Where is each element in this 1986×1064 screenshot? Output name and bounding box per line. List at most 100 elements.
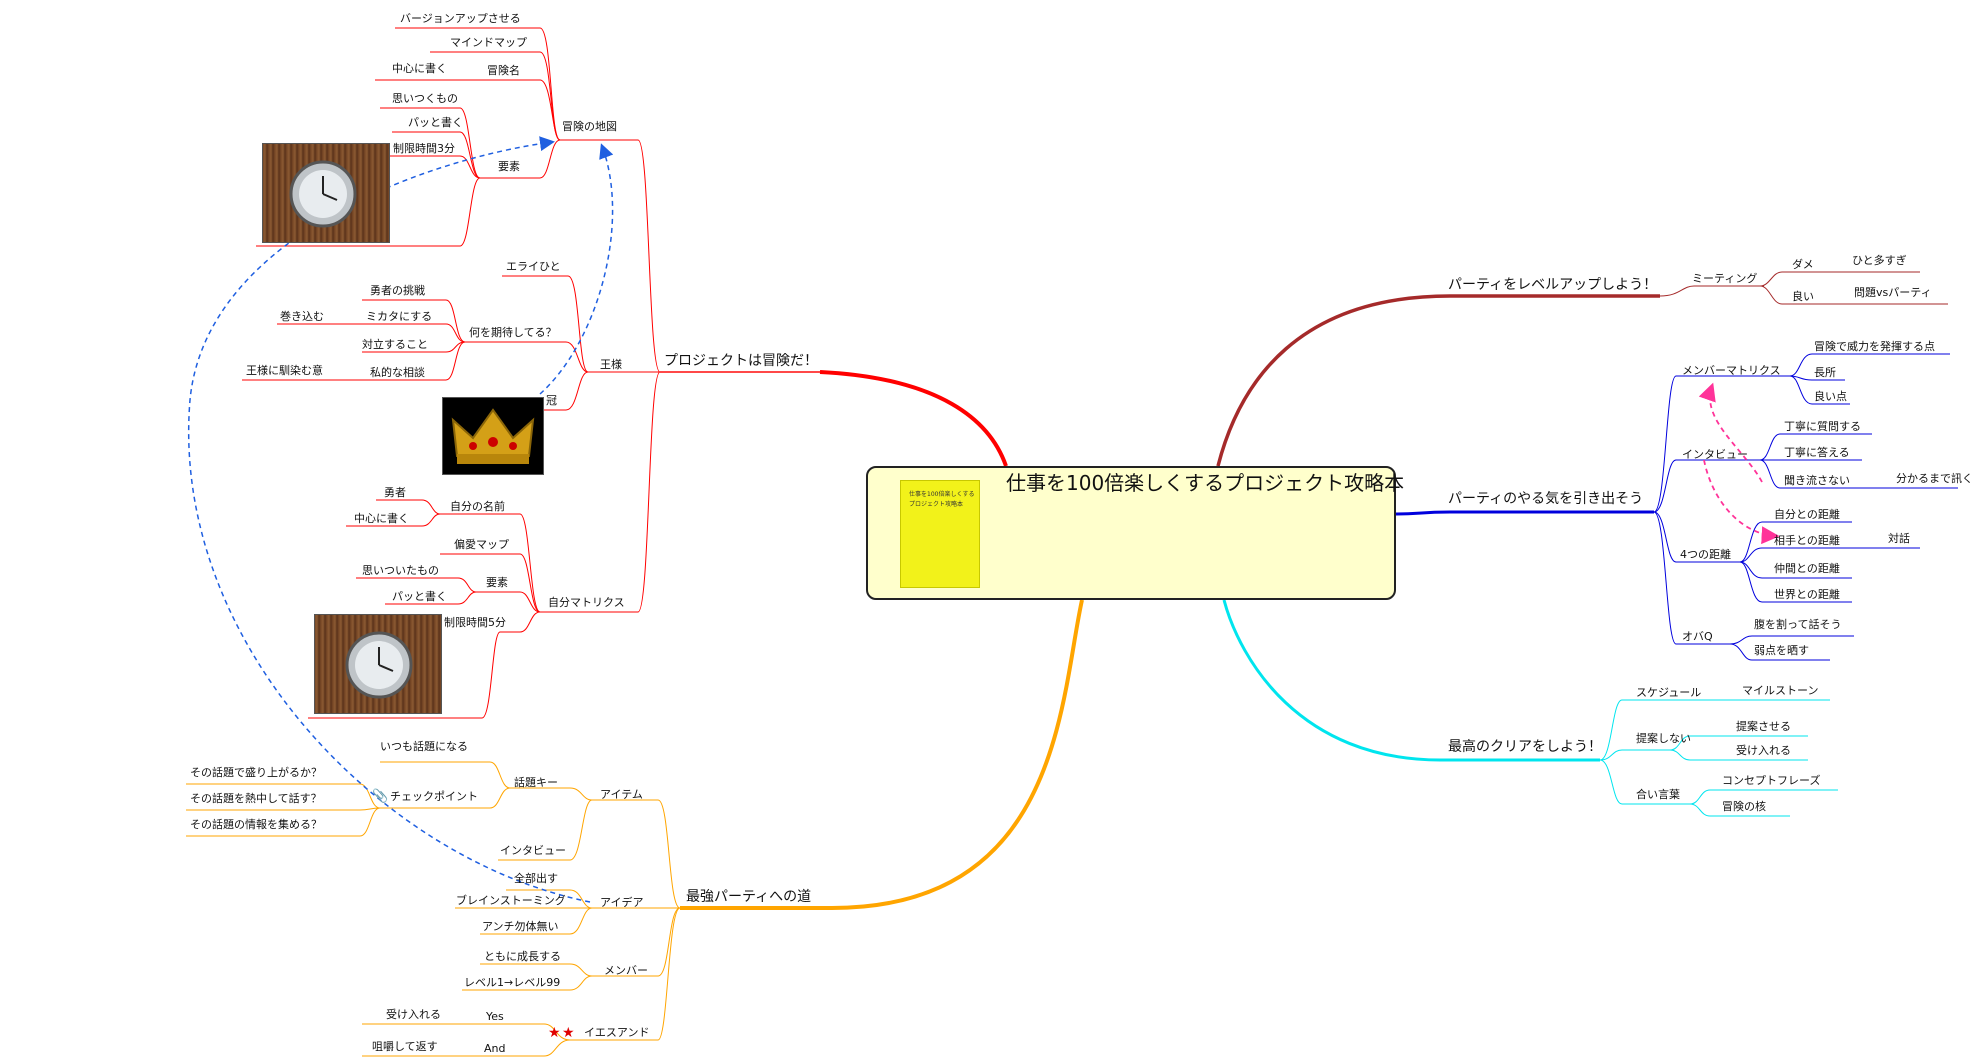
topic-chew-return[interactable]: 咀嚼して返す — [372, 1040, 438, 1053]
book-cover-image: 仕事を100倍楽しくする プロジェクト攻略本 — [900, 480, 980, 588]
topic-whatever-comes[interactable]: 思いつくもの — [392, 92, 458, 105]
topic-map-element[interactable]: 要素 — [498, 160, 520, 173]
topic-version-up[interactable]: バージョンアップさせる — [400, 12, 521, 25]
topic-distance-team[interactable]: 仲間との距離 — [1774, 562, 1840, 575]
topic-meeting[interactable]: ミーティング — [1692, 272, 1758, 285]
topic-anti-waste[interactable]: アンチ勿体無い — [482, 920, 559, 933]
crown-photo — [442, 397, 544, 475]
topic-dont-ignore[interactable]: 聞き流さない — [1784, 474, 1850, 487]
topic-distance-world[interactable]: 世界との距離 — [1774, 588, 1840, 601]
topic-always-topic[interactable]: いつも話題になる — [380, 740, 468, 753]
topic-mindmap[interactable]: マインドマップ — [450, 36, 527, 49]
topic-and[interactable]: And — [484, 1042, 506, 1055]
star-icon-2: ★ — [562, 1025, 575, 1041]
topic-yes-and[interactable]: イエスアンド — [584, 1026, 650, 1039]
watch-photo-1 — [262, 143, 390, 243]
topic-best-clear[interactable]: 最高のクリアをしよう！ — [1448, 739, 1602, 755]
topic-collect-info[interactable]: その話題の情報を集める？ — [190, 818, 322, 831]
topic-member[interactable]: メンバー — [604, 964, 648, 977]
topic-accept[interactable]: 受け入れる — [386, 1008, 441, 1021]
topic-adventure-name[interactable]: 冒険名 — [487, 64, 520, 77]
topic-distance-self[interactable]: 自分との距離 — [1774, 508, 1840, 521]
topic-distance-partner[interactable]: 相手との距離 — [1774, 534, 1840, 547]
topic-king[interactable]: 王様 — [600, 358, 622, 371]
topic-ask-until-understand[interactable]: 分かるまで訊く — [1896, 472, 1973, 485]
topic-schedule[interactable]: スケジュール — [1636, 686, 1702, 699]
branch-motivation-lines — [1395, 353, 1958, 661]
topic-familiar-king[interactable]: 王様に馴染む意 — [246, 364, 323, 377]
topic-item[interactable]: アイテム — [600, 788, 643, 801]
topic-obaq[interactable]: オバQ — [1682, 630, 1713, 643]
topic-answer-politely[interactable]: 丁寧に答える — [1784, 446, 1850, 459]
topic-project[interactable]: プロジェクトは冒険だ！ — [664, 353, 818, 369]
topic-involve[interactable]: 巻き込む — [280, 310, 324, 323]
topic-level-up-99[interactable]: レベル1→レベル99 — [464, 976, 561, 989]
topic-own-name[interactable]: 自分の名前 — [450, 500, 505, 513]
topic-grow-together[interactable]: ともに成長する — [484, 950, 561, 963]
topic-checkpoint[interactable]: チェックポイント — [390, 790, 478, 803]
central-topic-title: 仕事を100倍楽しくするプロジェクト攻略本 — [1006, 471, 1405, 495]
topic-make-ally[interactable]: ミカタにする — [366, 310, 433, 323]
topic-power-point[interactable]: 冒険で威力を発揮する点 — [1814, 340, 1935, 353]
topic-topic-key[interactable]: 話題キー — [514, 776, 558, 789]
topic-concept-phrase[interactable]: コンセプトフレーズ — [1722, 774, 1821, 787]
topic-confront[interactable]: 対立すること — [362, 338, 428, 351]
topic-idea[interactable]: アイデア — [600, 896, 644, 909]
topic-good[interactable]: 良い — [1792, 290, 1814, 303]
topic-member-matrix[interactable]: メンバーマトリクス — [1682, 364, 1781, 377]
topic-thought-of[interactable]: 思いついたもの — [362, 564, 439, 577]
topic-let-propose[interactable]: 提案させる — [1736, 720, 1791, 733]
watch-face-icon-2 — [345, 631, 413, 699]
topic-problem-vs-party[interactable]: 問題vsパーティ — [1854, 286, 1932, 299]
topic-adventure-core[interactable]: 冒険の核 — [1722, 800, 1766, 813]
topic-excited[interactable]: その話題で盛り上がるか？ — [190, 766, 322, 779]
topic-output-all[interactable]: 全部出す — [514, 872, 558, 885]
topic-password[interactable]: 合い言葉 — [1636, 788, 1680, 801]
relation-interview-to-matrix — [1698, 382, 1763, 483]
topic-name-center[interactable]: 中心に書く — [354, 512, 409, 525]
topic-important-person[interactable]: エライひと — [506, 260, 561, 273]
topic-self-matrix[interactable]: 自分マトリクス — [548, 596, 625, 609]
topic-passionate[interactable]: その話題を熱中して話す？ — [190, 792, 322, 805]
topic-private-consult[interactable]: 私的な相談 — [370, 366, 425, 379]
topic-too-many-people[interactable]: ひと多すぎ — [1852, 254, 1907, 267]
topic-good-point[interactable]: 良い点 — [1814, 390, 1847, 403]
topic-yes[interactable]: Yes — [486, 1010, 504, 1023]
topic-four-distances[interactable]: 4つの距離 — [1680, 548, 1731, 561]
topic-dialogue[interactable]: 対話 — [1888, 532, 1910, 545]
topic-write-quickly-2[interactable]: パッと書く — [392, 590, 447, 603]
branch-road-lines — [186, 599, 1084, 1057]
topic-talk-openly[interactable]: 腹を割って話そう — [1754, 618, 1842, 631]
topic-ask-politely[interactable]: 丁寧に質問する — [1784, 420, 1861, 433]
topic-love-map[interactable]: 偏愛マップ — [454, 538, 509, 551]
topic-interview[interactable]: インタビュー — [1682, 448, 1748, 461]
topic-strength[interactable]: 長所 — [1814, 366, 1836, 379]
topic-time-limit-3[interactable]: 制限時間3分 — [393, 142, 455, 155]
topic-strongest-party[interactable]: 最強パーティへの道 — [686, 889, 812, 905]
topic-matrix-element[interactable]: 要素 — [486, 576, 508, 589]
relation-idea-to-map — [187, 136, 591, 903]
relation-crown-to-map — [539, 143, 614, 395]
topic-road-interview[interactable]: インタビュー — [500, 844, 566, 857]
topic-time-limit-5[interactable]: 制限時間5分 — [444, 616, 506, 629]
topic-adventure-map[interactable]: 冒険の地図 — [562, 120, 617, 133]
topic-brainstorming[interactable]: ブレインストーミング — [456, 894, 566, 907]
topic-write-center[interactable]: 中心に書く — [392, 62, 447, 75]
topic-no-propose[interactable]: 提案しない — [1636, 732, 1691, 745]
topic-crown[interactable]: 冠 — [546, 394, 557, 407]
watch-photo-2 — [314, 614, 442, 714]
topic-hero[interactable]: 勇者 — [384, 486, 406, 499]
topic-hero-challenge[interactable]: 勇者の挑戦 — [370, 284, 425, 297]
topic-write-quickly[interactable]: パッと書く — [408, 116, 463, 129]
topic-level-up-party[interactable]: パーティをレベルアップしよう！ — [1448, 277, 1658, 293]
branch-clear-lines — [1222, 599, 1838, 817]
topic-accept-it[interactable]: 受け入れる — [1736, 744, 1791, 757]
topic-milestone[interactable]: マイルストーン — [1742, 684, 1819, 697]
topic-expose-weakness[interactable]: 弱点を晒す — [1754, 644, 1809, 657]
book-cover-title-2: プロジェクト攻略本 — [909, 501, 964, 508]
topic-what-expect[interactable]: 何を期待してる？ — [469, 326, 557, 339]
paperclip-icon: 📎 — [372, 789, 389, 804]
topic-bad[interactable]: ダメ — [1792, 258, 1814, 271]
topic-motivation[interactable]: パーティのやる気を引き出そう — [1448, 491, 1644, 507]
